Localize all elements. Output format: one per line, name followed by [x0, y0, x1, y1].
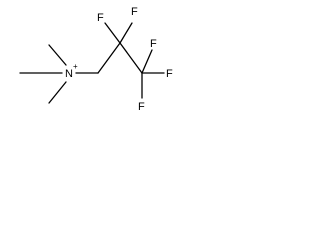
atom-fluorine-cf3-top: F — [150, 38, 157, 50]
bond-n-methyl-top — [48, 44, 67, 66]
bonds — [19, 22, 165, 104]
structure-canvas: N + F F F F F — [0, 0, 178, 120]
structure-drawing: N + F F F F F — [19, 6, 173, 113]
bond-cf2-cf3 — [119, 42, 143, 74]
atom-nitrogen-charge: + — [73, 62, 78, 71]
bond-ch2-cf2 — [97, 42, 121, 74]
atom-fluorine-cf3-bottom: F — [138, 101, 145, 113]
atom-labels: N + F F F F F — [65, 6, 173, 113]
bond-cf2-f-left — [104, 22, 121, 44]
atom-fluorine-cf2-right: F — [131, 6, 138, 18]
atom-fluorine-cf3-right: F — [166, 68, 173, 80]
atom-fluorine-cf2-left: F — [97, 12, 104, 24]
atom-nitrogen: N — [65, 68, 73, 80]
bond-cf3-f-top — [141, 49, 153, 74]
bond-n-methyl-bottom — [48, 81, 67, 104]
bond-cf2-f-right — [119, 22, 133, 44]
